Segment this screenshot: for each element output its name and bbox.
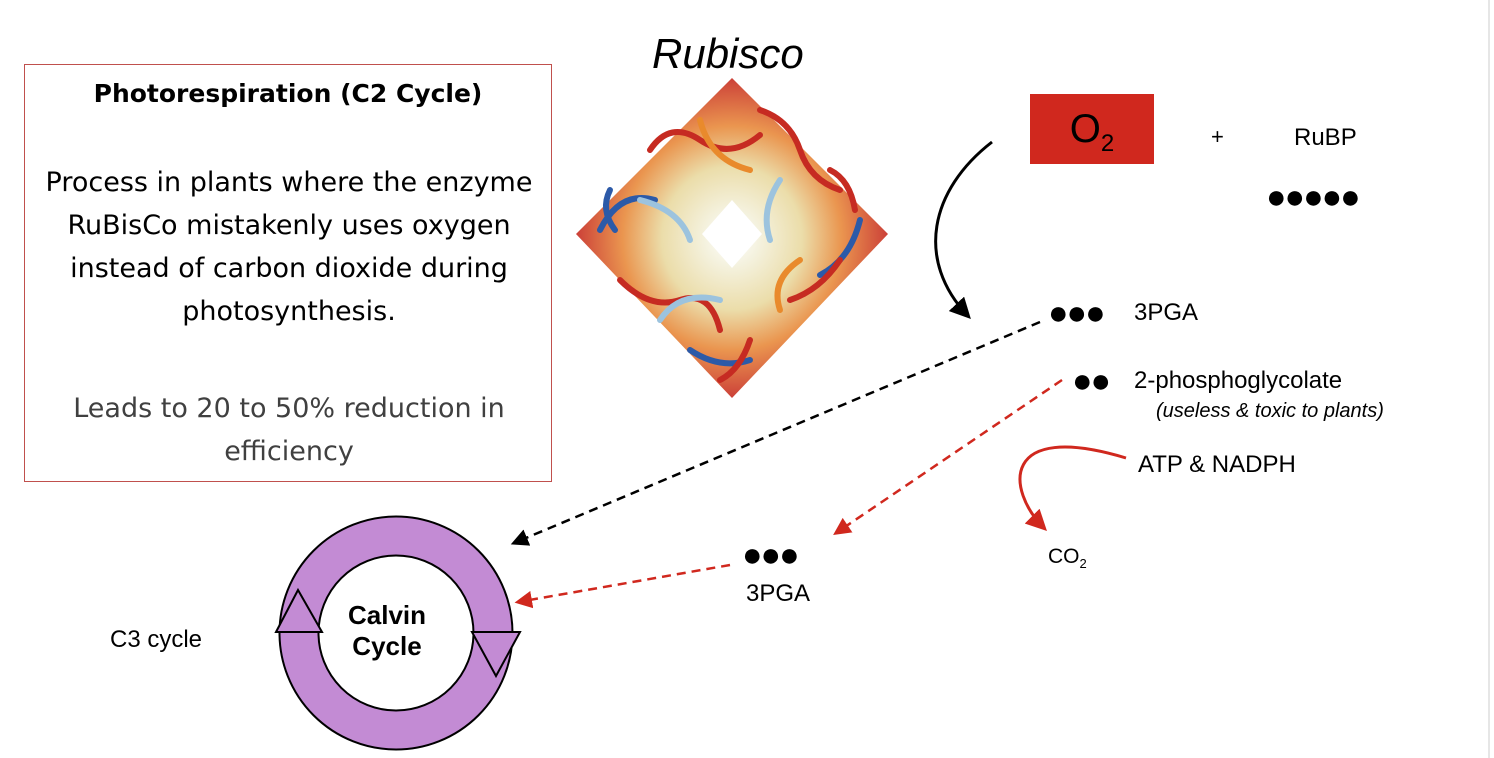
co2-label: CO2 — [1048, 545, 1087, 571]
calvin-cycle-line1: Calvin — [347, 600, 427, 630]
co2-release-arrow — [1018, 445, 1127, 531]
glycolate-recycle-arrow — [833, 378, 1063, 535]
phosphoglycolate-note: (useless & toxic to plants) — [1156, 400, 1384, 422]
cycle-arrowhead-left — [274, 587, 324, 633]
phosphoglycolate-label: 2-phosphoglycolate — [1134, 367, 1343, 394]
calvin-cycle-line2: Cycle — [352, 631, 422, 661]
c3-cycle-label: C3 cycle — [110, 626, 203, 653]
info-box-note: Leads to 20 to 50% reduction in efficien… — [73, 393, 505, 467]
recycled-pga-to-calvin-arrow — [514, 563, 731, 609]
rubp-dots: ●●●●● — [1266, 178, 1361, 216]
oxygen-box: O2 — [1030, 94, 1154, 164]
oxygen-label: O — [1069, 107, 1101, 151]
calvin-cycle-ring — [274, 515, 522, 751]
pga-label: 3PGA — [1134, 299, 1199, 326]
plus-sign: + — [1211, 124, 1224, 149]
info-box-title: Photorespiration (C2 Cycle) — [93, 79, 483, 108]
rubisco-protein-image — [576, 78, 888, 398]
info-box-description: Process in plants where the enzyme RuBis… — [45, 167, 533, 327]
right-edge-rule — [1488, 0, 1490, 758]
oxygen-subscript: 2 — [1100, 130, 1115, 157]
rubisco-title: Rubisco — [652, 30, 804, 77]
co2-text: CO — [1048, 545, 1080, 568]
rubp-label: RuBP — [1294, 124, 1357, 151]
oxygenation-arrow — [934, 140, 993, 320]
atp-nadph-label: ATP & NADPH — [1138, 451, 1296, 478]
phosphoglycolate-dots: ●● — [1072, 362, 1111, 400]
cycle-arrowhead-right — [470, 631, 522, 679]
calvin-cycle-label: Calvin Cycle — [330, 600, 444, 662]
co2-subscript: 2 — [1079, 556, 1087, 572]
recycled-pga-label: 3PGA — [746, 580, 811, 607]
pga-dots: ●●● — [1048, 294, 1106, 332]
photorespiration-info-box: Photorespiration (C2 Cycle) Process in p… — [24, 64, 552, 482]
recycled-pga-dots: ●●● — [742, 536, 800, 574]
pga-to-calvin-arrow — [510, 320, 1041, 546]
